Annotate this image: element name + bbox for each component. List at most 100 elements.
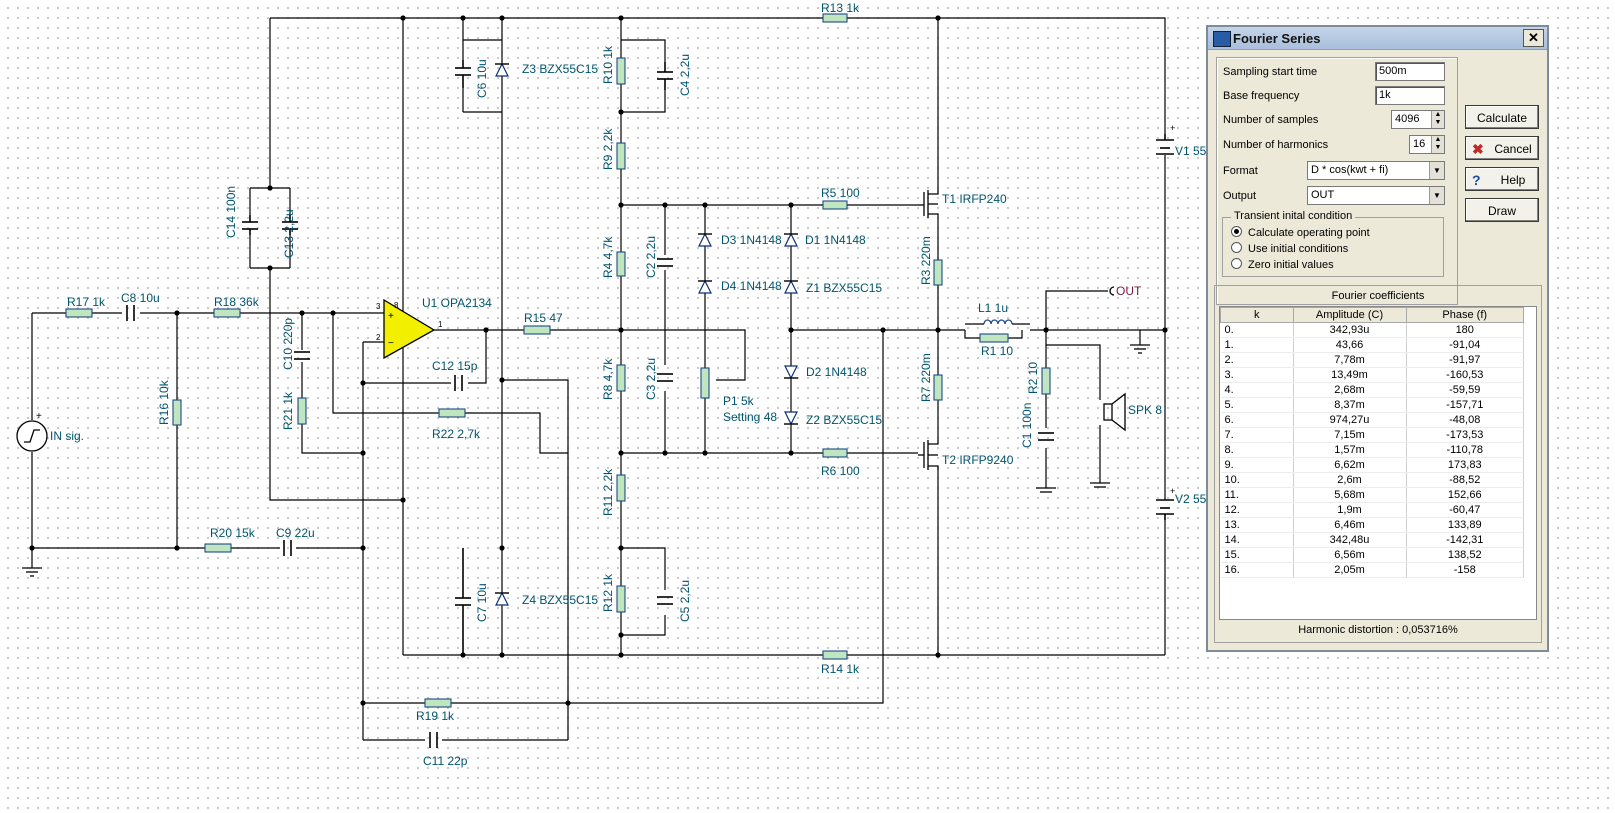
capacitor-c11 xyxy=(429,732,438,748)
radio-use-initial-conditions[interactable]: Use initial conditions xyxy=(1231,242,1348,255)
table-cell: 2,68m xyxy=(1293,382,1407,398)
parameters-panel: Sampling start time 500m Base frequency … xyxy=(1216,57,1458,305)
diodes[interactable] xyxy=(495,62,798,606)
speaker-spk[interactable] xyxy=(1103,392,1126,432)
resistors[interactable] xyxy=(65,13,1051,708)
label-d1: D1 1N4148 xyxy=(805,233,866,247)
label-c5: C5 2,2u xyxy=(678,580,692,622)
draw-button[interactable]: Draw xyxy=(1465,198,1539,222)
table-cell: 5. xyxy=(1220,397,1294,413)
table-cell: 7. xyxy=(1220,427,1294,443)
table-row[interactable]: 12.1,9m-60,47 xyxy=(1220,502,1524,518)
sampling-start-input[interactable]: 500m xyxy=(1375,62,1445,81)
capacitors[interactable] xyxy=(126,60,1054,748)
chevron-down-icon[interactable]: ▼ xyxy=(1429,187,1444,204)
opamp-pin-plus: 3 xyxy=(376,302,381,311)
number-of-samples-label: Number of samples xyxy=(1223,114,1319,126)
radio-selected-icon xyxy=(1231,226,1242,237)
table-cell: -110,78 xyxy=(1406,442,1524,458)
app-icon xyxy=(1213,31,1231,47)
format-value: D * cos(kwt + fi) xyxy=(1311,164,1389,176)
table-row[interactable]: 6.974,27u-48,08 xyxy=(1220,412,1524,428)
help-button[interactable]: ?Help xyxy=(1465,167,1539,191)
mosfet-t2[interactable] xyxy=(918,440,939,470)
cancel-button[interactable]: ✖Cancel xyxy=(1465,136,1539,160)
label-out: OUT xyxy=(1116,284,1142,298)
out-probe[interactable] xyxy=(1109,286,1115,296)
table-row[interactable]: 16.2,05m-158 xyxy=(1220,562,1524,578)
table-row[interactable]: 5.8,37m-157,71 xyxy=(1220,397,1524,413)
number-of-harmonics-select[interactable]: 16 ▲▼ xyxy=(1409,135,1445,154)
output-select[interactable]: OUT ▼ xyxy=(1307,186,1445,205)
table-cell: 7,78m xyxy=(1293,352,1407,368)
table-row[interactable]: 3.13,49m-160,53 xyxy=(1220,367,1524,383)
table-row[interactable]: 8.1,57m-110,78 xyxy=(1220,442,1524,458)
table-cell: 173,83 xyxy=(1406,457,1524,473)
table-cell: 138,52 xyxy=(1406,547,1524,563)
zener-z3 xyxy=(495,62,509,77)
battery-v2[interactable] xyxy=(1156,499,1174,520)
dialog-title: Fourier Series xyxy=(1233,31,1321,46)
table-cell: 15. xyxy=(1220,547,1294,563)
radio-calculate-operating-point[interactable]: Calculate operating point xyxy=(1231,226,1370,239)
number-of-samples-value: 4096 xyxy=(1395,113,1420,125)
label-r3: R3 220m xyxy=(919,236,933,285)
table-row[interactable]: 2.7,78m-91,97 xyxy=(1220,352,1524,368)
table-cell: 14. xyxy=(1220,532,1294,548)
table-cell: 4. xyxy=(1220,382,1294,398)
label-z2: Z2 BZX55C15 xyxy=(806,413,882,427)
resistor-r11 xyxy=(616,474,626,502)
chevron-down-icon[interactable]: ▼ xyxy=(1429,162,1444,179)
spinner-icon[interactable]: ▲▼ xyxy=(1431,136,1444,153)
format-select[interactable]: D * cos(kwt + fi) ▼ xyxy=(1307,161,1445,180)
calculate-button[interactable]: Calculate xyxy=(1465,105,1539,129)
ground-symbols xyxy=(22,344,1150,577)
diode-d3 xyxy=(698,232,712,247)
potentiometer-p1 xyxy=(700,367,710,399)
inductor-l1[interactable] xyxy=(965,319,1030,325)
opamp-u1[interactable]: + − 3 2 1 8 xyxy=(366,298,443,360)
radio-zero-initial-values[interactable]: Zero initial values xyxy=(1231,258,1334,271)
capacitor-c13 xyxy=(282,215,298,235)
table-row[interactable]: 1.43,66-91,04 xyxy=(1220,337,1524,353)
battery-v1[interactable] xyxy=(1156,134,1174,155)
table-cell: 13. xyxy=(1220,517,1294,533)
table-row[interactable]: 4.2,68m-59,59 xyxy=(1220,382,1524,398)
column-header[interactable]: Amplitude (C) xyxy=(1292,307,1407,323)
table-cell: -158 xyxy=(1406,562,1524,578)
opamp-pin-out: 1 xyxy=(438,320,443,329)
table-row[interactable]: 14.342,48u-142,31 xyxy=(1220,532,1524,548)
radio-icon xyxy=(1231,258,1242,269)
table-cell: -91,04 xyxy=(1406,337,1524,353)
cancel-button-label: Cancel xyxy=(1494,142,1532,156)
column-header[interactable]: Phase (f) xyxy=(1405,307,1524,323)
capacitor-c14 xyxy=(242,215,258,235)
diode-d4 xyxy=(698,279,712,294)
mosfet-t1[interactable] xyxy=(918,190,939,218)
label-u1: U1 OPA2134 xyxy=(422,296,492,310)
column-header[interactable]: k xyxy=(1220,307,1294,323)
number-of-samples-select[interactable]: 4096 ▲▼ xyxy=(1391,110,1445,129)
table-cell: 8. xyxy=(1220,442,1294,458)
close-button[interactable]: ✕ xyxy=(1523,29,1544,47)
signal-source[interactable]: + xyxy=(16,411,48,452)
table-row[interactable]: 10.2,6m-88,52 xyxy=(1220,472,1524,488)
resistor-r21 xyxy=(297,397,307,425)
label-c10: C10 220p xyxy=(281,318,295,370)
spinner-icon[interactable]: ▲▼ xyxy=(1431,111,1444,128)
capacitor-c9 xyxy=(283,540,292,556)
table-row[interactable]: 7.7,15m-173,53 xyxy=(1220,427,1524,443)
base-frequency-input[interactable]: 1k xyxy=(1375,86,1445,105)
number-of-harmonics-label: Number of harmonics xyxy=(1223,139,1329,151)
dialog-titlebar[interactable]: Fourier Series ✕ xyxy=(1208,27,1547,50)
table-cell: 2. xyxy=(1220,352,1294,368)
label-d3: D3 1N4148 xyxy=(721,233,782,247)
